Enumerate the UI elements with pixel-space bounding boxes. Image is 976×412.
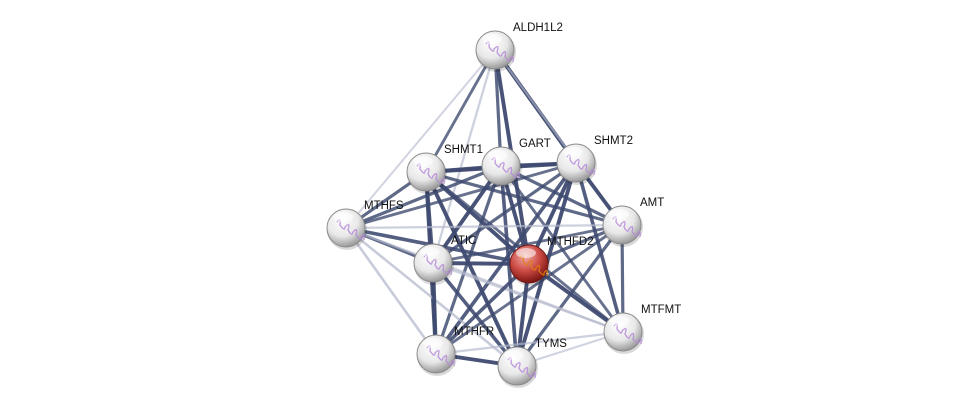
edge-shmt2-mthfs[interactable]	[345, 161, 577, 230]
edge-shmt1-tyms[interactable]	[424, 171, 519, 367]
node-tyms[interactable]: TYMS	[497, 338, 567, 388]
node-shmt1[interactable]: SHMT1	[406, 144, 483, 194]
protein-structure-icon	[519, 254, 548, 277]
node-shmt2[interactable]: SHMT2	[556, 135, 633, 185]
edge-mthfd2-mthfr[interactable]	[434, 262, 531, 356]
node-label: MTHFD2	[547, 236, 594, 248]
edge-aldh1l2-shmt1[interactable]	[424, 49, 497, 173]
protein-structure-icon	[416, 162, 445, 185]
node-highlight	[333, 212, 353, 222]
node-mthfr[interactable]: MTHFR	[416, 326, 494, 376]
node-label: TYMS	[535, 338, 567, 350]
edge-shmt2-atic[interactable]	[432, 161, 577, 265]
protein-structure-icon	[485, 40, 514, 63]
node-mtfmt[interactable]: MTFMT	[603, 304, 681, 354]
protein-structure-icon	[423, 253, 452, 276]
node-label: MTHFR	[454, 326, 494, 338]
protein-structure-icon	[507, 356, 536, 379]
node-mthfs[interactable]: MTHFS	[326, 200, 404, 250]
edge-gart-mthfr[interactable]	[434, 165, 503, 355]
edge-atic-mtfmt[interactable]	[432, 261, 624, 334]
protein-structure-icon	[336, 218, 365, 241]
edge-amt-atic[interactable]	[432, 223, 623, 265]
node-highlight	[609, 209, 629, 219]
node-label: SHMT1	[444, 144, 483, 156]
node-label: ALDH1L2	[513, 22, 563, 34]
node-highlight	[423, 338, 443, 348]
edge-amt-mthfr[interactable]	[435, 223, 623, 356]
edge-shmt2-mtfmt[interactable]	[574, 162, 625, 333]
protein-structure-icon	[613, 322, 642, 345]
node-label: SHMT2	[594, 135, 633, 147]
node-highlight	[516, 248, 536, 258]
node-mthfd2[interactable]: MTHFD2	[509, 236, 594, 286]
protein-structure-icon	[426, 344, 455, 367]
node-highlight	[413, 156, 433, 166]
protein-structure-icon	[491, 156, 520, 179]
node-label: ATIC	[451, 235, 476, 247]
edge-gart-mthfs[interactable]	[345, 164, 502, 230]
node-highlight	[420, 247, 440, 257]
protein-structure-icon	[566, 153, 595, 176]
node-label: MTFMT	[641, 304, 681, 316]
node-label: MTHFS	[364, 200, 404, 212]
node-highlight	[563, 147, 583, 157]
node-label: AMT	[640, 197, 664, 209]
edge-mtfmt-mthfr[interactable]	[435, 330, 624, 356]
edge-mthfs-tyms[interactable]	[345, 226, 518, 368]
node-gart[interactable]: GART	[481, 138, 551, 188]
node-highlight	[482, 34, 502, 44]
node-highlight	[504, 350, 524, 360]
node-highlight	[610, 316, 630, 326]
edge-aldh1l2-mthfs[interactable]	[345, 49, 496, 229]
node-amt[interactable]: AMT	[602, 197, 664, 247]
node-atic[interactable]: ATIC	[413, 235, 476, 285]
node-label: GART	[519, 138, 551, 150]
node-highlight	[488, 150, 508, 160]
node-aldh1l2[interactable]: ALDH1L2	[475, 22, 563, 72]
edge-mthfs-mthfr[interactable]	[344, 227, 438, 355]
edge-amt-mthfs[interactable]	[345, 223, 623, 230]
protein-structure-icon	[612, 215, 641, 238]
edge-gart-tyms[interactable]	[499, 165, 519, 367]
